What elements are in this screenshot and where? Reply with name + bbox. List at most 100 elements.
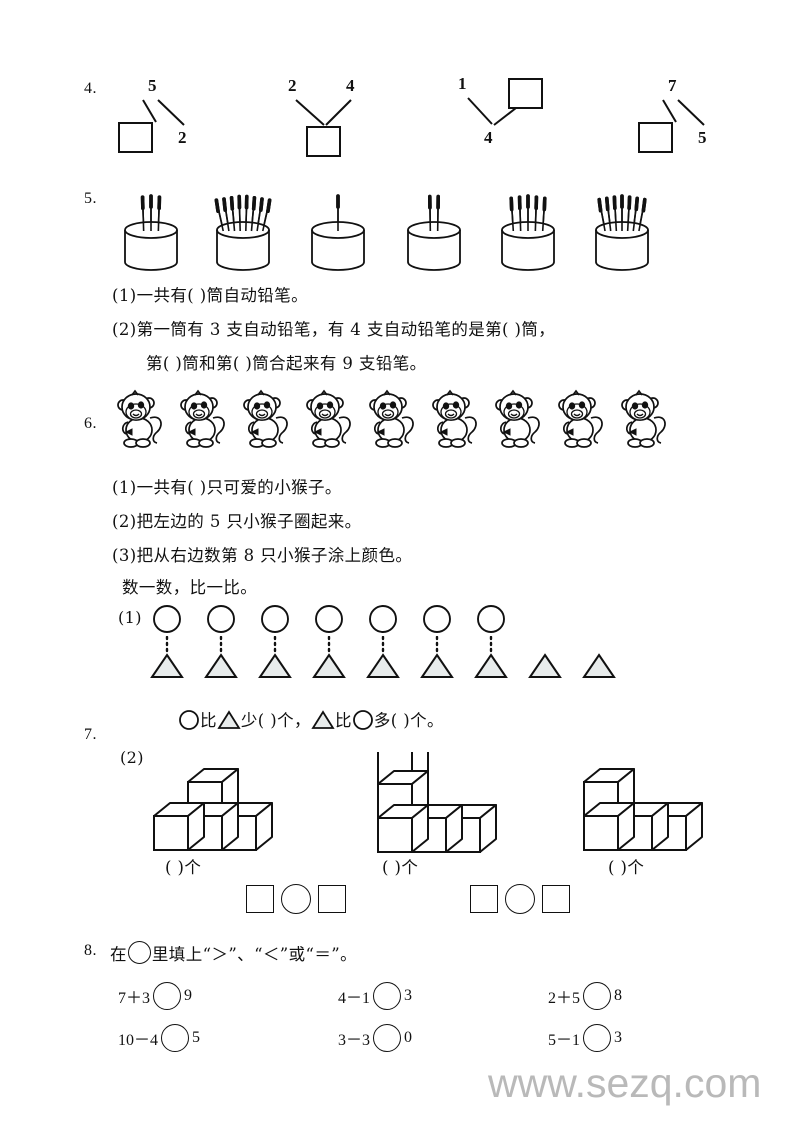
cube-stack-3-drawing xyxy=(583,768,703,851)
bond-4-part: 5 xyxy=(698,128,707,147)
exercise-right-value: 3 xyxy=(404,987,413,1004)
compare-triangle-4 xyxy=(311,652,347,685)
monkey-2 xyxy=(175,388,231,455)
problem-6-line-1: (1)一共有( )只可爱的小猴子。 xyxy=(112,478,342,497)
pencil-upper xyxy=(638,197,647,232)
compare-box-2-right[interactable] xyxy=(542,885,570,913)
exercise-right-value: 3 xyxy=(614,1029,623,1046)
pencil-upper xyxy=(157,195,162,232)
pencil-upper xyxy=(250,196,257,232)
exercise-right-value: 5 xyxy=(192,1029,201,1046)
exercise-left-expression: 3－3 xyxy=(338,1032,371,1049)
pencil-cup-2 xyxy=(205,186,295,281)
exercise-left-expression: 7＋3 xyxy=(118,990,151,1007)
exercise-operator-circle[interactable] xyxy=(373,1024,402,1052)
compare-triangle-3 xyxy=(257,652,293,685)
compare-circle-6 xyxy=(422,604,452,639)
compare-triangle-2 xyxy=(203,652,239,685)
pencil-cup-1-drawing xyxy=(124,194,178,271)
pencil-upper xyxy=(509,196,515,232)
pencil-cup-6-drawing xyxy=(595,194,649,271)
stack-3-caption: ( )个 xyxy=(608,858,645,877)
compare-circle-5 xyxy=(368,604,398,639)
pencil-upper xyxy=(214,198,225,232)
pencil-upper xyxy=(604,196,612,232)
compare-box-1-right[interactable] xyxy=(318,885,346,913)
pencil-upper xyxy=(244,194,249,232)
exercise-left-expression: 2＋5 xyxy=(548,990,581,1007)
exercise-operator-circle[interactable] xyxy=(161,1024,190,1052)
exercise-operator-circle[interactable] xyxy=(583,1024,612,1052)
stack-1-caption: ( )个 xyxy=(165,858,202,877)
bond-2-part-left: 2 xyxy=(288,76,297,95)
compare-triangle-9 xyxy=(581,652,617,685)
compare-triangle-6 xyxy=(419,652,455,685)
pencil-cup-3 xyxy=(300,186,390,281)
monkey-icon xyxy=(369,389,414,448)
pencil-upper xyxy=(632,196,640,232)
monkey-4 xyxy=(301,388,357,455)
exercise-operator-circle[interactable] xyxy=(373,982,402,1010)
site-watermark: www.sezq.com xyxy=(488,1060,762,1106)
bond-2-part-right: 4 xyxy=(346,76,355,95)
compare-box-1-left[interactable] xyxy=(246,885,274,913)
compare-connector-5 xyxy=(380,635,386,661)
problem-5-line-2: (2)第一筒有 3 支自动铅笔，有 4 支自动铅笔的是第( )筒， xyxy=(112,320,556,339)
compare-triangle-1 xyxy=(149,652,185,685)
triangle-icon-2 xyxy=(311,710,335,729)
monkey-1 xyxy=(112,388,168,455)
number-bond-3: 1 4 xyxy=(458,74,588,158)
pencil-cup-6 xyxy=(584,186,674,281)
pencil-upper xyxy=(256,197,264,232)
bond-1-whole: 5 xyxy=(148,76,157,95)
problem-4-number: 4. xyxy=(84,80,97,97)
problem-6-line-3: (3)把从右边数第 8 只小猴子涂上颜色。 xyxy=(112,546,413,565)
compare-connector-7 xyxy=(488,635,494,661)
monkey-icon xyxy=(117,389,162,448)
exercise-left-expression: 5－1 xyxy=(548,1032,581,1049)
bond-4-answer-box[interactable] xyxy=(638,122,673,153)
triangle-icon xyxy=(217,710,241,729)
compare-connector-6 xyxy=(434,635,440,661)
bond-1-answer-box[interactable] xyxy=(118,122,153,153)
compare-operator-1[interactable] xyxy=(281,884,311,914)
bond-3-lines xyxy=(467,97,517,126)
pencil-upper xyxy=(229,196,236,232)
number-bond-4: 7 5 xyxy=(638,76,768,153)
compare-box-2-left[interactable] xyxy=(470,885,498,913)
monkey-icon xyxy=(495,389,540,448)
pencil-upper xyxy=(534,195,539,232)
pencil-upper xyxy=(612,195,618,232)
bond-2-answer-box[interactable] xyxy=(306,126,341,157)
number-bond-1: 5 2 xyxy=(118,76,248,153)
compare-exercise-r1-c2: 4－1 3 xyxy=(338,982,412,1010)
exercise-operator-circle[interactable] xyxy=(153,982,182,1010)
problem-6-line-2: (2)把左边的 5 只小猴子圈起来。 xyxy=(112,512,362,531)
compare-circle-7 xyxy=(476,604,506,639)
pencil-upper xyxy=(597,197,606,232)
problem-8-instruction: 在里填上“＞”、“＜”或“＝”。 xyxy=(110,941,357,965)
compare-word-1: 比 xyxy=(200,711,217,730)
pencil-upper xyxy=(237,194,242,232)
monkey-7 xyxy=(490,388,546,455)
exercise-operator-circle[interactable] xyxy=(583,982,612,1010)
pencil-upper xyxy=(261,198,272,232)
bond-3-answer-box[interactable] xyxy=(508,78,543,109)
bond-1-lines xyxy=(142,99,185,126)
pencil-cup-4 xyxy=(396,186,486,281)
monkey-9 xyxy=(616,388,672,455)
compare-connector-1 xyxy=(164,635,170,661)
problem-5-number: 5. xyxy=(84,190,97,207)
compare-exercise-r2-c3: 5－1 3 xyxy=(548,1024,622,1052)
pencil-cup-1 xyxy=(113,186,203,281)
exercise-left-expression: 4－1 xyxy=(338,990,371,1007)
pencil-cup-5-drawing xyxy=(501,194,555,271)
compare-connector-3 xyxy=(272,635,278,661)
compare-triangle-8 xyxy=(527,652,563,685)
compare-word-4: 多( )个。 xyxy=(373,711,444,730)
compare-operator-2[interactable] xyxy=(505,884,535,914)
compare-connector-2 xyxy=(218,635,224,661)
